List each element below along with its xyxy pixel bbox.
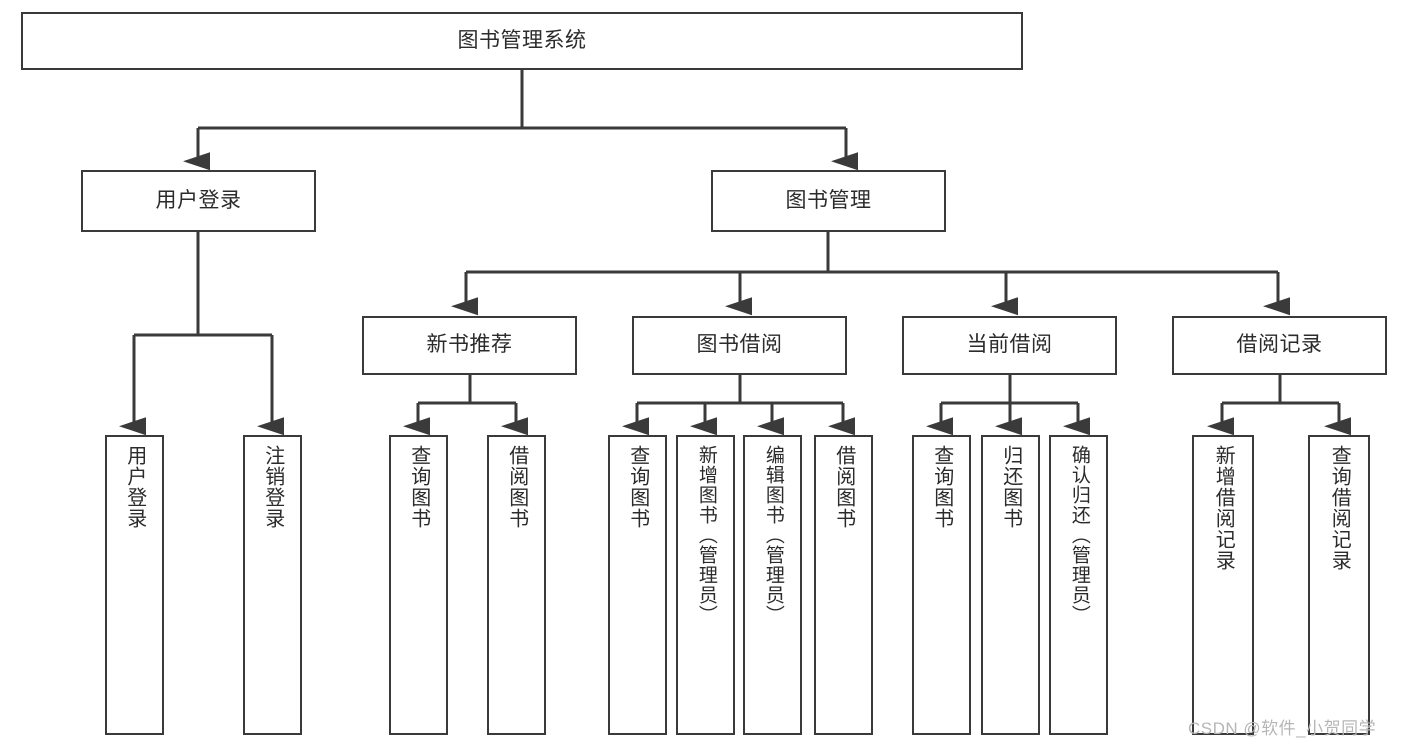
leaf-user-login-label: 用户登录 — [123, 445, 146, 529]
node-new-book-recommend[interactable]: 新书推荐 — [362, 316, 577, 375]
node-new-book-recommend-label: 新书推荐 — [426, 333, 513, 357]
leaf-current-query-book-label: 查询图书 — [930, 445, 953, 529]
leaf-record-query-record-label: 查询借阅记录 — [1328, 445, 1351, 571]
leaf-current-confirm-return-admin-label: 确认归还（管理员） — [1068, 445, 1090, 625]
leaf-current-return-book[interactable]: 归还图书 — [981, 435, 1040, 735]
leaf-borrow-add-book-admin[interactable]: 新增图书（管理员） — [676, 435, 735, 735]
leaf-recommend-borrow-book-label: 借阅图书 — [505, 445, 528, 529]
leaf-user-logout-label: 注销登录 — [261, 445, 284, 529]
leaf-recommend-query-book-label: 查询图书 — [407, 445, 430, 529]
leaf-current-query-book[interactable]: 查询图书 — [912, 435, 971, 735]
leaf-borrow-do-borrow[interactable]: 借阅图书 — [814, 435, 873, 735]
node-root-label: 图书管理系统 — [457, 28, 587, 52]
leaf-borrow-do-borrow-label: 借阅图书 — [832, 445, 855, 529]
leaf-borrow-query-book-label: 查询图书 — [626, 445, 649, 529]
leaf-borrow-edit-book-admin-label: 编辑图书（管理员） — [762, 445, 784, 625]
node-user-login-label: 用户登录 — [155, 188, 242, 212]
csdn-watermark: CSDN @软件_小贺同学 — [1188, 719, 1377, 738]
node-borrow-record[interactable]: 借阅记录 — [1172, 316, 1387, 375]
leaf-recommend-query-book[interactable]: 查询图书 — [389, 435, 448, 735]
leaf-current-return-book-label: 归还图书 — [999, 445, 1022, 529]
leaf-recommend-borrow-book[interactable]: 借阅图书 — [487, 435, 546, 735]
node-book-borrow-label: 图书借阅 — [696, 333, 783, 357]
node-root[interactable]: 图书管理系统 — [21, 12, 1023, 70]
leaf-record-add-record[interactable]: 新增借阅记录 — [1192, 435, 1254, 735]
node-book-manage-label: 图书管理 — [785, 188, 872, 212]
leaf-record-query-record[interactable]: 查询借阅记录 — [1308, 435, 1370, 735]
node-book-borrow[interactable]: 图书借阅 — [632, 316, 847, 375]
leaf-record-add-record-label: 新增借阅记录 — [1212, 445, 1235, 571]
node-user-login[interactable]: 用户登录 — [81, 170, 316, 232]
leaf-borrow-add-book-admin-label: 新增图书（管理员） — [695, 445, 717, 625]
leaf-user-logout[interactable]: 注销登录 — [243, 435, 302, 735]
leaf-user-login[interactable]: 用户登录 — [105, 435, 164, 735]
node-borrow-record-label: 借阅记录 — [1236, 333, 1323, 357]
leaf-borrow-query-book[interactable]: 查询图书 — [608, 435, 667, 735]
node-current-borrow-label: 当前借阅 — [966, 333, 1053, 357]
leaf-current-confirm-return-admin[interactable]: 确认归还（管理员） — [1049, 435, 1108, 735]
node-book-manage[interactable]: 图书管理 — [711, 170, 946, 232]
node-current-borrow[interactable]: 当前借阅 — [902, 316, 1117, 375]
leaf-borrow-edit-book-admin[interactable]: 编辑图书（管理员） — [743, 435, 802, 735]
